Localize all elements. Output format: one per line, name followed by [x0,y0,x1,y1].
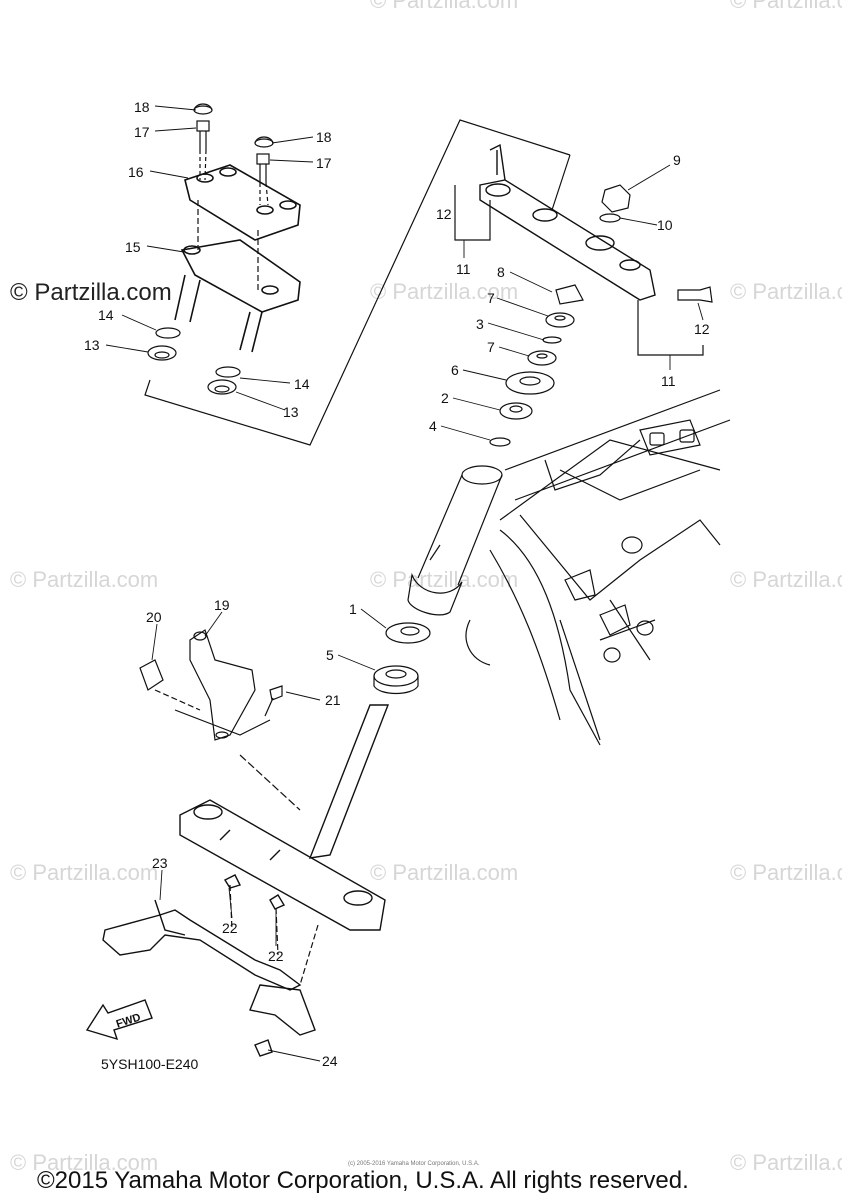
callout-24: 24 [322,1053,338,1069]
callout-18: 18 [134,99,150,115]
tiny-notice: (c) 2005-2016 Yamaha Motor Corporation, … [348,1161,480,1167]
watermark: © Partzilla.com [730,1150,842,1175]
watermark: © Partzilla.com [730,860,842,885]
under-bracket [179,704,390,931]
watermark: © Partzilla.com [370,279,519,304]
callout-2: 2 [441,390,449,406]
callout-5: 5 [326,647,334,663]
rubber-dampers [147,327,241,395]
callout-22: 22 [268,948,284,964]
callout-7: 7 [487,339,495,355]
callout-13: 13 [283,404,299,420]
callout-9: 9 [673,152,681,168]
upper-bracket [479,143,656,301]
bearing-stack [489,284,584,447]
upper-handlebar-holder [184,164,301,241]
callout-16: 16 [128,164,144,180]
callout-1: 1 [349,601,357,617]
callout-20: 20 [146,609,162,625]
copyright: ©2015 Yamaha Motor Corporation, U.S.A. A… [37,1167,689,1194]
callout-22: 22 [222,920,238,936]
watermark: © Partzilla.com [730,279,842,304]
callout-4: 4 [429,418,437,434]
callout-14: 14 [98,307,114,323]
callout-8: 8 [497,264,505,280]
watermark: © Partzilla.com [370,567,519,592]
callout-12: 12 [694,321,710,337]
callout-18: 18 [316,129,332,145]
callout-19: 19 [214,597,230,613]
callout-7: 7 [487,290,495,306]
lower-handlebar-holder [174,239,301,353]
callout-11: 11 [456,261,471,277]
callout-17: 17 [316,155,332,171]
diagram-code: 5YSH100-E240 [101,1056,199,1072]
watermark: © Partzilla.com [10,567,159,592]
callout-12: 12 [436,206,452,222]
partzilla-logo: © Partzilla.com [10,279,172,306]
callout-11: 11 [661,373,676,389]
callout-21: 21 [325,692,341,708]
frame [465,389,731,746]
watermark: © Partzilla.com [10,860,159,885]
callout-6: 6 [451,362,459,378]
watermark: © Partzilla.com [730,0,842,13]
callout-10: 10 [657,217,673,233]
watermark: © Partzilla.com [730,567,842,592]
head-pipe [407,465,503,616]
callout-17: 17 [134,124,150,140]
leader-lines [105,105,704,1062]
callout-15: 15 [125,239,141,255]
watermark: © Partzilla.com [370,0,519,13]
callout-23: 23 [152,855,168,871]
callout-14: 14 [294,376,310,392]
hose-holder [102,874,316,1057]
watermark: © Partzilla.com [370,860,519,885]
callout-3: 3 [476,316,484,332]
callout-13: 13 [84,337,100,353]
watermark: © Partzilla.com [10,1150,159,1175]
